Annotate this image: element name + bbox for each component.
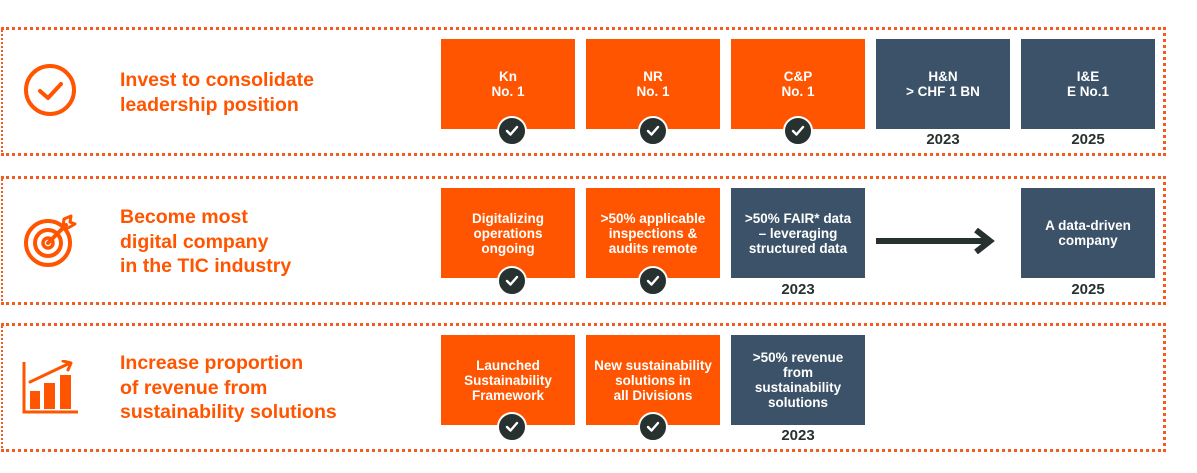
milestone-kn: Kn No. 1	[441, 39, 575, 129]
check-badge-icon	[638, 266, 668, 296]
year-label: 2023	[781, 427, 815, 444]
year-label: 2025	[1071, 281, 1105, 298]
growth-chart-icon	[22, 360, 78, 414]
section-leadership	[1, 27, 1166, 156]
milestone-remote-audits: >50% applicable inspections & audits rem…	[586, 188, 720, 278]
check-badge-icon	[638, 412, 668, 442]
target-hn: H&N > CHF 1 BN	[876, 39, 1010, 129]
target-fair-data: >50% FAIR* data – leveraging structured …	[731, 188, 865, 278]
check-badge-icon	[638, 116, 668, 146]
check-badge-icon	[497, 116, 527, 146]
year-label: 2025	[1071, 131, 1105, 148]
milestone-new-solutions: New sustainability solutions in all Divi…	[586, 335, 720, 425]
year-label: 2023	[781, 281, 815, 298]
target-icon	[24, 214, 77, 267]
milestone-framework: Launched Sustainability Framework	[441, 335, 575, 425]
right-arrow-icon	[876, 228, 995, 254]
row-title-digital: Become most digital company in the TIC i…	[120, 206, 292, 277]
row-title-sustainability: Increase proportion of revenue from sust…	[120, 352, 337, 423]
year-label: 2023	[926, 131, 960, 148]
section-digital	[1, 176, 1166, 305]
milestone-digitalizing: Digitalizing operations ongoing	[441, 188, 575, 278]
row-title-leadership: Invest to consolidate leadership positio…	[120, 69, 314, 116]
target-revenue: >50% revenue from sustainability solutio…	[731, 335, 865, 425]
check-circle-icon	[24, 64, 76, 116]
target-ie: I&E E No.1	[1021, 39, 1155, 129]
milestone-cp: C&P No. 1	[731, 39, 865, 129]
section-sustainability	[1, 323, 1166, 452]
check-badge-icon	[783, 116, 813, 146]
milestone-nr: NR No. 1	[586, 39, 720, 129]
check-badge-icon	[497, 412, 527, 442]
target-data-driven: A data-driven company	[1021, 188, 1155, 278]
check-badge-icon	[497, 266, 527, 296]
